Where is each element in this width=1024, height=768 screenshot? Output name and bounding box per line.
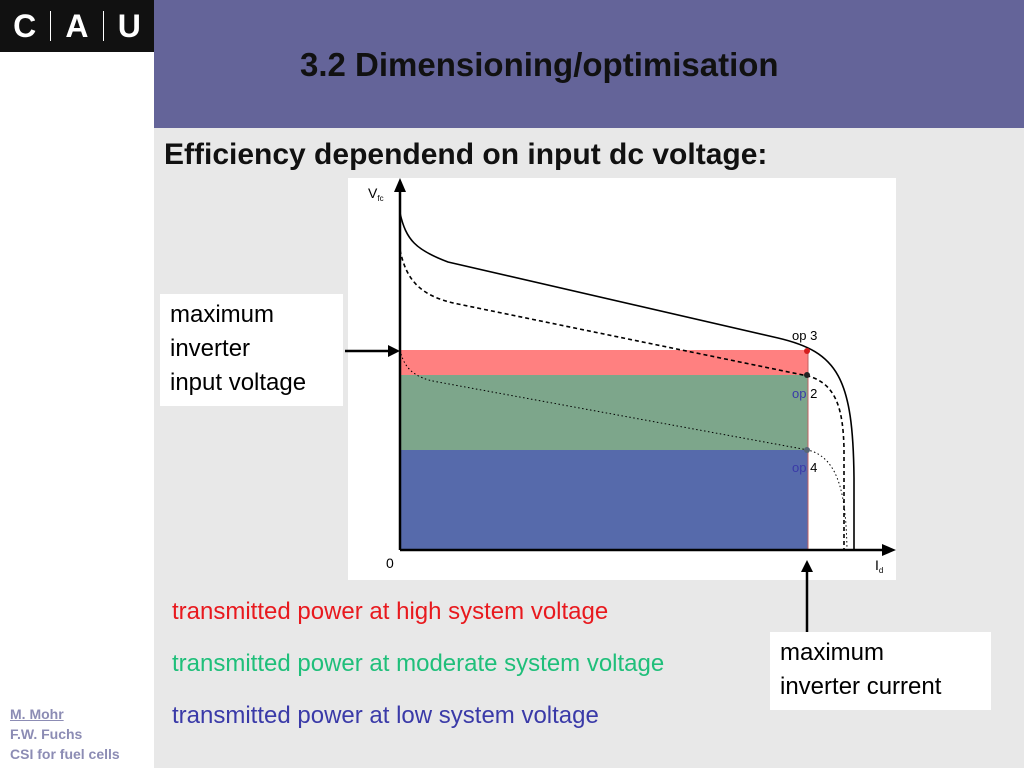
callout-line: inverter current: [780, 673, 942, 700]
logo-separator: [102, 11, 104, 41]
callout-line: maximum: [170, 301, 275, 328]
vi-characteristic-diagram: Vfc 0 Id op 3 op 2 op 4: [348, 178, 896, 580]
callout-line: maximum: [780, 639, 885, 666]
logo-letter-a: A: [65, 8, 89, 44]
diagram-svg: Vfc 0 Id op 3 op 2 op 4: [368, 178, 896, 575]
legend-high-voltage: transmitted power at high system voltage: [172, 598, 609, 625]
header-bar: [154, 0, 1024, 128]
op4-label: op 4: [792, 460, 817, 475]
page-title: 3.2 Dimensioning/optimisation: [300, 46, 779, 83]
logo-letter-c: C: [13, 8, 37, 44]
curve-high: [399, 212, 855, 550]
origin-label: 0: [386, 555, 394, 571]
y-axis-label: Vfc: [368, 185, 384, 203]
author-name: F.W. Fuchs: [10, 726, 83, 742]
legend-low-voltage: transmitted power at low system voltage: [172, 702, 599, 729]
course-name: CSI for fuel cells: [10, 746, 120, 762]
op2-label: op 2: [792, 386, 817, 401]
x-axis-arrow: [882, 544, 896, 556]
op3-label: op 3: [792, 328, 817, 343]
region-low-voltage: [400, 450, 808, 550]
callout-line: inverter: [170, 335, 251, 362]
op4-point: [804, 447, 810, 453]
current-arrow-head: [801, 560, 813, 572]
max-current-callout: maximum inverter current: [770, 632, 991, 710]
voltage-arrow-head: [388, 345, 400, 357]
sidebar: C A U M. Mohr F.W. Fuchs CSI for fuel ce…: [0, 0, 154, 768]
op3-point: [804, 348, 810, 354]
author-link[interactable]: M. Mohr: [10, 706, 64, 722]
logo-separator: [50, 11, 52, 41]
logo-letter-u: U: [117, 8, 141, 44]
footer: M. Mohr F.W. Fuchs CSI for fuel cells: [10, 704, 120, 764]
max-input-voltage-callout: maximum inverter input voltage: [160, 294, 343, 406]
x-axis-label: Id: [875, 557, 883, 575]
callout-line: input voltage: [170, 369, 307, 396]
university-logo: C A U: [0, 0, 154, 52]
legend-moderate-voltage: transmitted power at moderate system vol…: [172, 650, 665, 677]
slide-subtitle: Efficiency dependend on input dc voltage…: [164, 138, 768, 171]
y-axis-arrow: [394, 178, 406, 192]
op2-point: [804, 372, 810, 378]
